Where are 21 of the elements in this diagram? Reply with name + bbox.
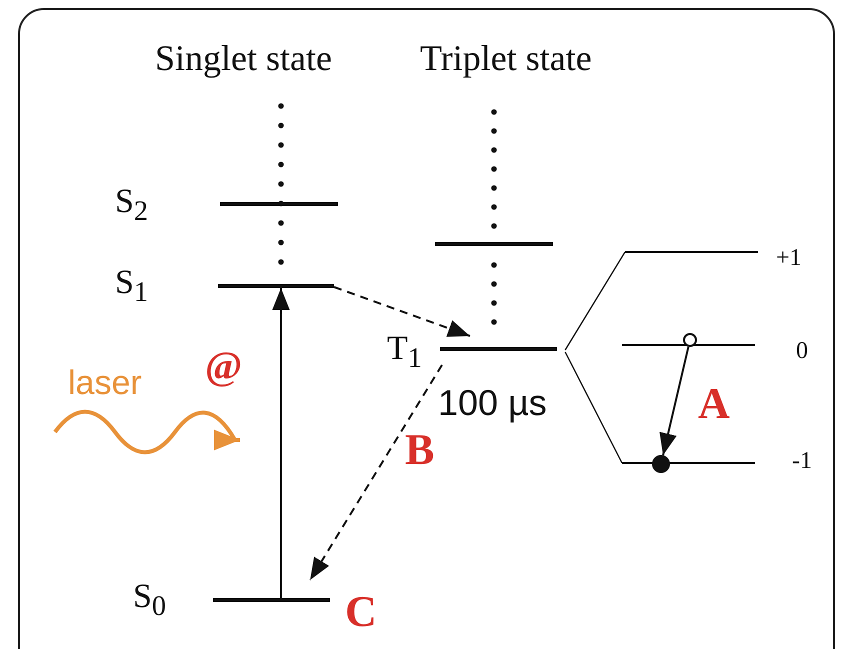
connector-line — [564, 252, 626, 350]
marker-letter: A — [698, 382, 730, 426]
laser-label: laser — [68, 366, 142, 400]
column-heading: Singlet state — [155, 40, 332, 76]
arrow — [334, 286, 470, 337]
level-label: S$_{0}$ — [133, 580, 166, 622]
column-heading: Triplet state — [420, 40, 592, 76]
arrow — [660, 346, 690, 456]
level-label: T$_{1}$ — [387, 332, 422, 374]
arrow — [272, 288, 290, 598]
marker-letter: C — [345, 590, 377, 634]
marker-letter: B — [405, 428, 434, 472]
level-label: 0 — [796, 339, 808, 363]
connector-line — [564, 352, 623, 464]
lifetime-label: 100 µs — [438, 385, 547, 421]
level-label: S$_{1}$ — [115, 266, 148, 308]
level-label: S$_{2}$ — [115, 185, 148, 226]
level-label: +1 — [776, 246, 802, 270]
marker-letter: @ — [205, 346, 242, 386]
arrow — [309, 364, 443, 581]
level-label: -1 — [792, 449, 812, 473]
